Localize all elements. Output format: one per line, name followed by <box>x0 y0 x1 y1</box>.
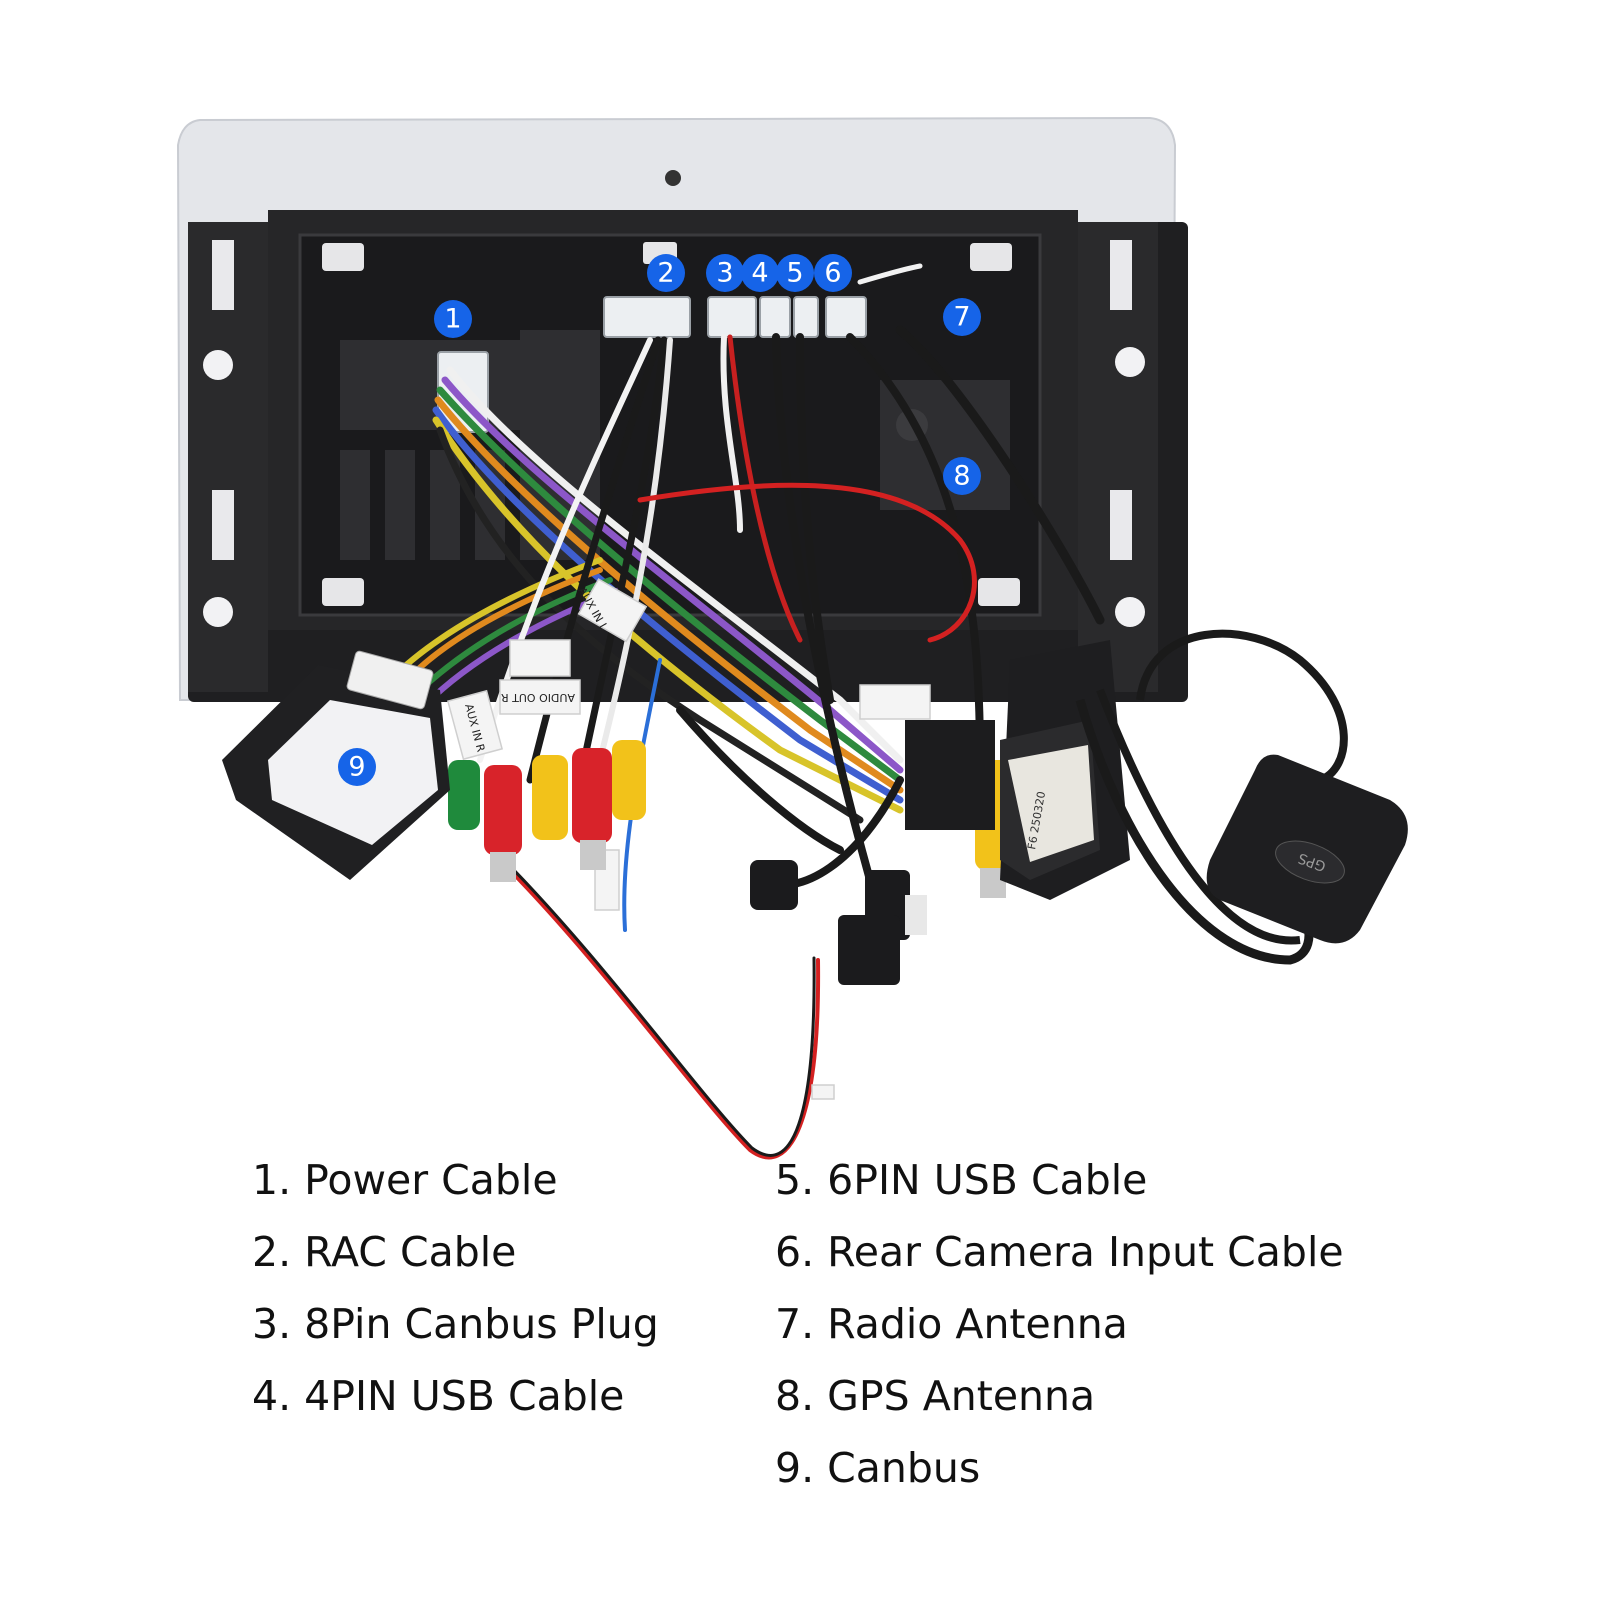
marker-3: 3 <box>706 254 744 292</box>
legend-right-column: 5. 6PIN USB Cable 6. Rear Camera Input C… <box>775 1144 1344 1504</box>
marker-4-label: 4 <box>751 258 768 289</box>
marker-3-label: 3 <box>716 258 733 289</box>
marker-6-label: 6 <box>824 258 841 289</box>
cable-harness <box>387 263 1105 1160</box>
cable-tags <box>446 578 931 1100</box>
legend-item-canbus: 9. Canbus <box>775 1444 981 1492</box>
marker-8-label: 8 <box>953 461 970 492</box>
tag-audio-out-r: AUDIO OUT R <box>501 691 575 704</box>
marker-9: 9 <box>338 748 376 786</box>
marker-2-label: 2 <box>657 258 674 289</box>
marker-7-label: 7 <box>953 302 970 333</box>
marker-5: 5 <box>776 254 814 292</box>
legend-item-8pin-canbus-plug: 3. 8Pin Canbus Plug <box>252 1300 659 1348</box>
filter-box <box>905 640 1130 900</box>
legend-item-6pin-usb-cable: 5. 6PIN USB Cable <box>775 1156 1148 1204</box>
legend-item-power-cable: 1. Power Cable <box>252 1156 558 1204</box>
legend-item-rac-cable: 2. RAC Cable <box>252 1228 517 1276</box>
number-markers: 1 2 3 4 5 6 7 8 <box>338 254 981 786</box>
marker-2: 2 <box>647 254 685 292</box>
marker-1: 1 <box>434 300 472 338</box>
legend-left-column: 1. Power Cable 2. RAC Cable 3. 8Pin Canb… <box>252 1144 659 1432</box>
marker-8: 8 <box>943 457 981 495</box>
legend-item-4pin-usb-cable: 4. 4PIN USB Cable <box>252 1372 625 1420</box>
legend-item-gps-antenna: 8. GPS Antenna <box>775 1372 1096 1420</box>
marker-5-label: 5 <box>786 258 803 289</box>
marker-7: 7 <box>943 298 981 336</box>
camera-hole <box>665 170 681 186</box>
marker-9-label: 9 <box>348 752 365 783</box>
marker-1-label: 1 <box>444 304 461 335</box>
mounting-frame <box>188 210 1188 702</box>
usb-plugs <box>750 860 927 985</box>
legend-item-rear-camera-input-cable: 6. Rear Camera Input Cable <box>775 1228 1344 1276</box>
marker-6: 6 <box>814 254 852 292</box>
legend-item-radio-antenna: 7. Radio Antenna <box>775 1300 1128 1348</box>
gps-antenna: GPS <box>1075 629 1408 965</box>
marker-4: 4 <box>741 254 779 292</box>
